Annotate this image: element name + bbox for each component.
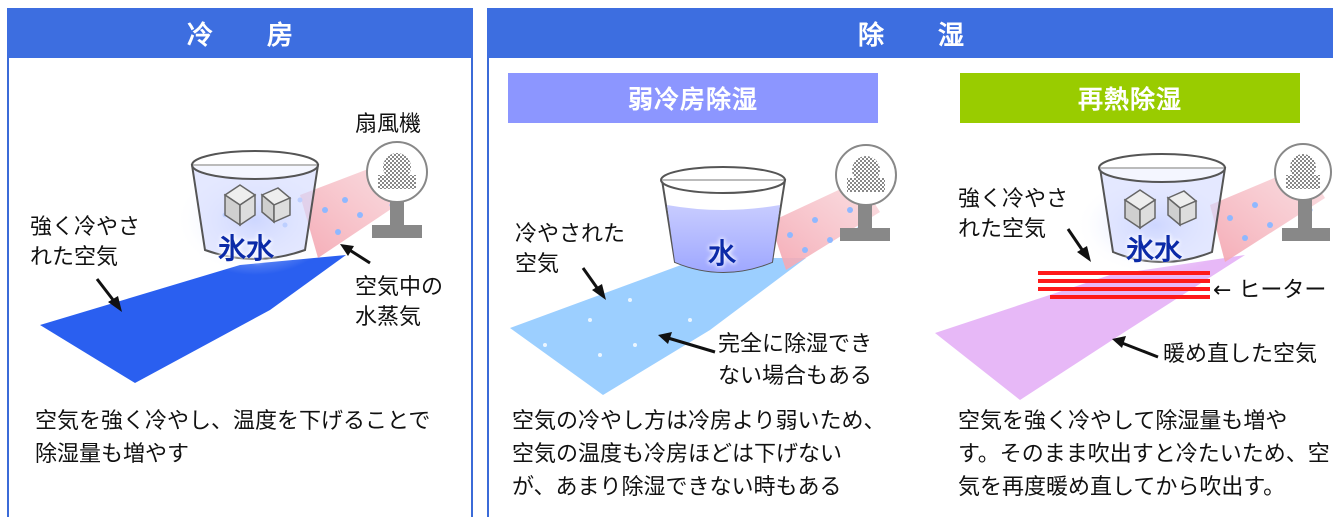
weak-description-line1: 空気の冷やし方は冷房より弱いため、 [512,409,886,434]
incomplete-label-line1: 完全に除湿でき [718,332,873,357]
weak-dehumid-illustration [510,144,897,395]
fan-icon [366,141,428,238]
cold-air-label-line1: 強く冷やさ [30,215,141,240]
reheat-description-line1: 空気を強く冷やして除湿量も増や [958,409,1288,434]
heater-label: ← ヒーター [1213,278,1327,303]
cooled-air-label-line1: 冷やされた [515,222,626,247]
reheat-dehumid-illustration [935,143,1332,400]
incomplete-label-line2: ない場合もある [718,364,873,389]
weak-description-line3: が、あまり除湿できない時もある [512,475,842,500]
heater-icon [1038,271,1210,299]
dehumid-panel: 除 湿 [487,8,1333,517]
weak-cooling-dehumid-title: 弱冷房除湿 [508,73,878,123]
reheat-cold-air-label-line2: れた空気 [958,217,1047,242]
fan-icon [1274,143,1332,241]
reheat-description-line3: 気を再度暖め直してから吹出す。 [958,475,1286,500]
fan-label: 扇風機 [355,112,422,137]
dehumid-title: 除 湿 [487,8,1333,58]
ice-cube-icons [1123,189,1198,230]
ice-water-label: 氷水 [1126,233,1183,266]
cooled-air-arrow [510,258,806,395]
warmed-air-label: 暖め直した空気 [1163,342,1318,367]
cooling-panel: 冷 房 [7,8,473,517]
glass-icon [1098,167,1227,263]
water-label: 水 [708,237,737,270]
ice-water-label: 氷水 [218,232,275,265]
cooling-description-line1: 空気を強く冷やし、温度を下げることで [35,409,431,434]
ice-cube-icons [223,184,292,227]
cold-air-arrow [40,255,346,383]
warmed-air-arrow [935,255,1245,400]
cooling-title: 冷 房 [7,8,473,58]
cooling-illustration [40,141,428,383]
cooled-air-label-line2: 空気 [515,252,560,277]
fan-icon [835,144,897,241]
cooling-description-line2: 除湿量も増やす [35,442,190,467]
reheat-cold-air-label-line1: 強く冷やさ [958,187,1069,212]
weak-description-line2: 空気の温度も冷房ほどは下げない [512,442,843,467]
reheat-dehumid-title: 再熱除湿 [960,73,1300,123]
vapor-label-line1: 空気中の [355,275,444,300]
reheat-description-line2: す。そのまま吹出すと冷たいため、空 [958,442,1330,467]
vapor-label-line2: 水蒸気 [355,305,422,330]
cold-air-label-line2: れた空気 [30,245,119,270]
